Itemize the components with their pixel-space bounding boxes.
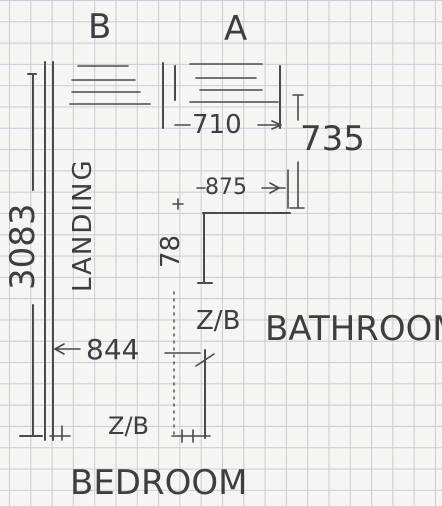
drop-735-label: 735: [300, 119, 365, 159]
width-844-arrowhead: [54, 343, 65, 355]
width-710-label: 710: [192, 110, 242, 140]
width-710-arrowhead: [271, 120, 282, 130]
bathroom-label: BATHROOM: [265, 309, 442, 349]
bedroom-label: BEDROOM: [70, 463, 248, 503]
lower-right-slash: [195, 353, 215, 367]
step-78-label: 78: [156, 234, 186, 268]
height-3083-label: 3083: [3, 203, 43, 290]
column-b-label: B: [88, 7, 112, 47]
zb-lower-label: Z/B: [108, 412, 149, 440]
column-a-label: A: [224, 9, 248, 49]
landing-label: LANDING: [68, 158, 98, 292]
width-844-label: 844: [86, 333, 140, 366]
zb-upper-label: Z/B: [196, 306, 241, 336]
offset-875-label: 875: [205, 175, 247, 200]
